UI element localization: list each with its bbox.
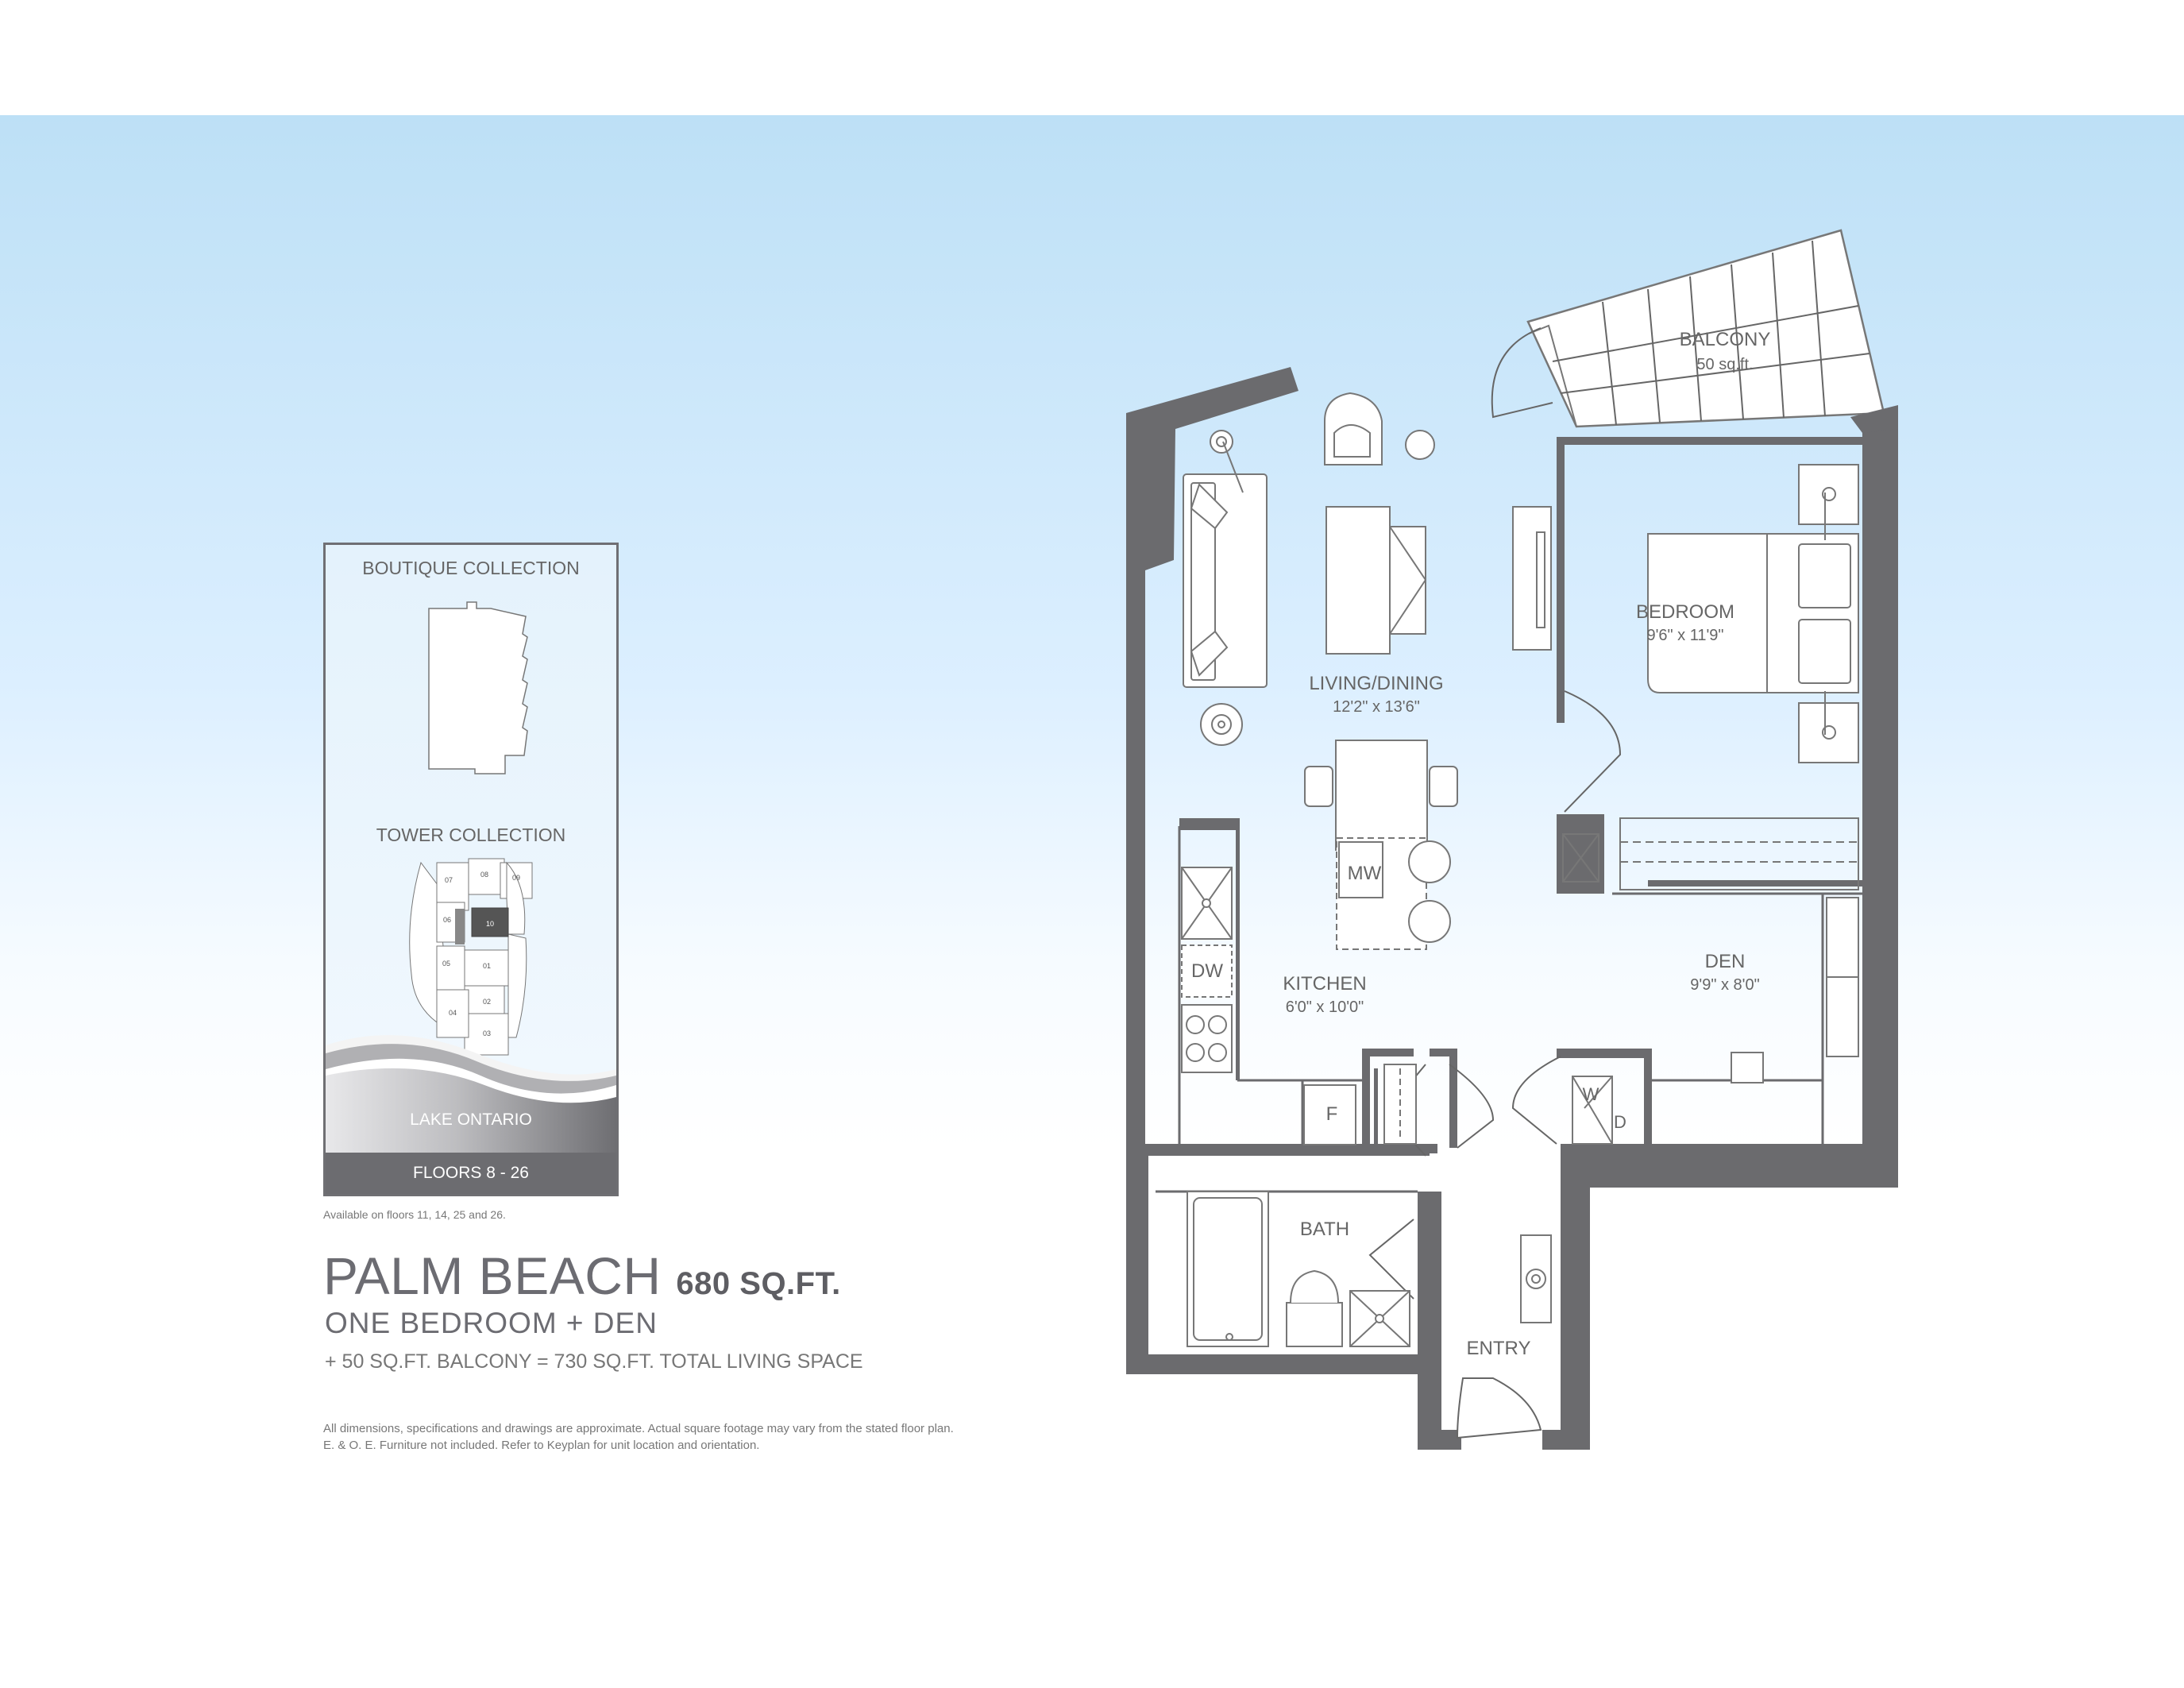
dishwasher-label: DW bbox=[1191, 960, 1223, 982]
den-label: DEN bbox=[1705, 951, 1746, 972]
unit-09-label: 09 bbox=[512, 874, 520, 882]
lake-ontario-label: LAKE ONTARIO bbox=[410, 1111, 532, 1129]
bedroom-label: BEDROOM bbox=[1636, 601, 1734, 623]
tower-keyplan-map: 10 08 07 09 06 05 01 02 04 03 bbox=[326, 858, 616, 1194]
kitchen-size: 6'0" x 10'0" bbox=[1286, 999, 1364, 1016]
living-dining-size: 12'2" x 13'6" bbox=[1333, 698, 1420, 716]
kitchen-appliances bbox=[1181, 867, 1613, 1145]
living-dining-label: LIVING/DINING bbox=[1309, 673, 1443, 694]
exterior-walls bbox=[1126, 367, 1898, 1450]
living-furniture bbox=[1183, 392, 1552, 950]
bedroom-furniture bbox=[1647, 464, 1859, 1083]
den-size: 9'9" x 8'0" bbox=[1690, 976, 1759, 994]
suite-area: 680 SQ.FT. bbox=[676, 1266, 841, 1301]
bedroom-size: 9'6" x 11'9" bbox=[1646, 627, 1723, 644]
unit-01-label: 01 bbox=[483, 962, 491, 970]
microwave-label: MW bbox=[1348, 863, 1382, 884]
dryer-label: D bbox=[1614, 1112, 1626, 1132]
kitchen-label: KITCHEN bbox=[1283, 973, 1366, 995]
unit-08-label: 08 bbox=[480, 871, 488, 879]
unit-02-label: 02 bbox=[483, 998, 491, 1006]
unit-04-label: 04 bbox=[449, 1009, 457, 1017]
keyplan: BOUTIQUE COLLECTION TOWER COLLECTION 10 … bbox=[323, 543, 619, 1196]
washer-label: W bbox=[1583, 1084, 1599, 1104]
tower-collection-label: TOWER COLLECTION bbox=[376, 825, 566, 845]
total-living-space: + 50 SQ.FT. BALCONY = 730 SQ.FT. TOTAL L… bbox=[325, 1350, 863, 1373]
suite-type: ONE BEDROOM + DEN bbox=[325, 1307, 658, 1339]
balcony-size: 50 sq.ft. bbox=[1696, 356, 1753, 373]
boutique-building-outline bbox=[428, 601, 528, 774]
disclaimer-line-1: All dimensions, specifications and drawi… bbox=[323, 1422, 954, 1435]
fridge-label: F bbox=[1326, 1103, 1338, 1125]
floor-plan: BALCONY 50 sq.ft. BEDROOM 9'6" x 11'9" L… bbox=[1126, 229, 1898, 1450]
disclaimer-line-2: E. & O. E. Furniture not included. Refer… bbox=[323, 1439, 760, 1452]
unit-06-label: 06 bbox=[443, 916, 451, 924]
floors-label: FLOORS 8 - 26 bbox=[326, 1153, 616, 1194]
unit-05-label: 05 bbox=[442, 960, 450, 968]
unit-03-label: 03 bbox=[483, 1029, 491, 1037]
disclaimer: All dimensions, specifications and drawi… bbox=[323, 1420, 954, 1454]
entry-label: ENTRY bbox=[1467, 1338, 1531, 1359]
unit-10-label: 10 bbox=[486, 920, 494, 928]
balcony-label: BALCONY bbox=[1680, 329, 1771, 350]
availability-note: Available on floors 11, 14, 25 and 26. bbox=[323, 1208, 506, 1221]
suite-title: PALM BEACH 680 SQ.FT. bbox=[323, 1246, 841, 1306]
unit-07-label: 07 bbox=[445, 876, 453, 884]
suite-name: PALM BEACH bbox=[323, 1246, 662, 1305]
boutique-collection-label: BOUTIQUE COLLECTION bbox=[362, 558, 580, 578]
bath-label: BATH bbox=[1300, 1219, 1349, 1240]
balcony bbox=[1526, 229, 1885, 428]
bath-fixtures bbox=[1187, 1191, 1552, 1347]
